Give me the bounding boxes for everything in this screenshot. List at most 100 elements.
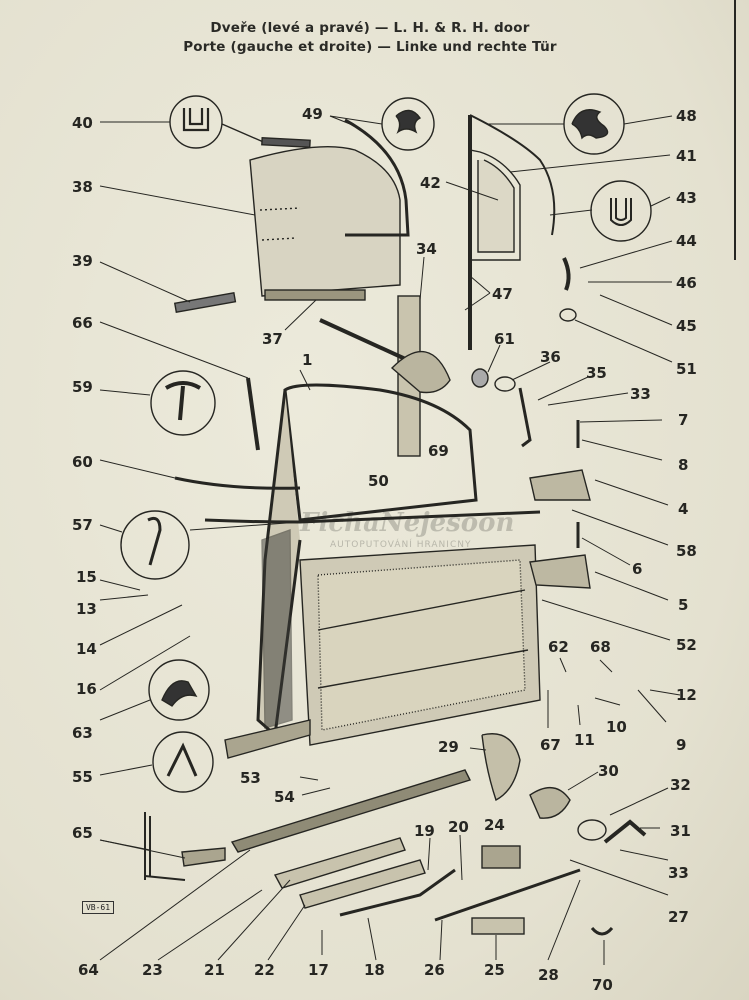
label-60: 60 xyxy=(72,453,93,471)
label-14: 14 xyxy=(76,640,97,658)
clip-70 xyxy=(590,926,614,936)
page-title-line-1: Dveře (levé a pravé) — L. H. & R. H. doo… xyxy=(210,20,530,36)
label-53: 53 xyxy=(240,769,261,787)
panel-rib-1 xyxy=(317,589,526,631)
page-title-line-2: Porte (gauche et droite) — Linke und rec… xyxy=(183,39,557,55)
lock-24 xyxy=(481,845,521,869)
seal-profile-63-circle xyxy=(148,659,210,721)
rod-21 xyxy=(273,837,406,889)
glass-hatching xyxy=(259,207,301,241)
label-29: 29 xyxy=(438,738,459,756)
label-26: 26 xyxy=(424,961,445,979)
label-5: 5 xyxy=(678,596,688,614)
label-58: 58 xyxy=(676,542,697,560)
label-42: 42 xyxy=(420,174,441,192)
label-15: 15 xyxy=(76,568,97,586)
label-20: 20 xyxy=(448,818,469,836)
seal-strip-40 xyxy=(261,137,311,148)
seal-profile-40-circle xyxy=(169,95,223,149)
label-57: 57 xyxy=(72,516,93,534)
seal-profile-49-shape xyxy=(395,109,422,135)
label-64: 64 xyxy=(78,961,99,979)
weatherstrip-65b xyxy=(181,847,226,867)
hinge-upper-4 xyxy=(529,469,591,501)
label-33b: 33 xyxy=(668,864,689,882)
regulator-sector xyxy=(390,350,451,394)
seal-profile-43-circle xyxy=(590,180,652,242)
label-43: 43 xyxy=(676,189,697,207)
label-25: 25 xyxy=(484,961,505,979)
seal-profile-48-shape xyxy=(571,109,609,140)
seal-profile-59-circle xyxy=(150,370,216,436)
label-7: 7 xyxy=(678,411,688,429)
part-51 xyxy=(559,308,577,322)
label-1: 1 xyxy=(302,351,312,369)
label-21: 21 xyxy=(204,961,225,979)
label-46: 46 xyxy=(676,274,697,292)
inner-panel-texture xyxy=(317,559,526,731)
label-34: 34 xyxy=(416,240,437,258)
label-31: 31 xyxy=(670,822,691,840)
label-41: 41 xyxy=(676,147,697,165)
watermark-subtext: AUTOPUTOVÁNÍ HRANICNY xyxy=(330,540,472,550)
vent-seal-41 xyxy=(469,114,556,236)
sill-strip-55 xyxy=(224,719,311,759)
label-48: 48 xyxy=(676,107,697,125)
regulator-arm xyxy=(319,318,413,364)
label-65: 65 xyxy=(72,824,93,842)
leader-lines xyxy=(99,115,681,965)
handle-35 xyxy=(518,387,532,448)
label-47: 47 xyxy=(492,285,513,303)
label-18: 18 xyxy=(364,961,385,979)
window-channel-49 xyxy=(344,118,410,237)
bracket-25 xyxy=(471,917,525,935)
door-frame-upper xyxy=(283,383,478,522)
rod-26 xyxy=(434,868,581,922)
label-13: 13 xyxy=(76,600,97,618)
seal-profile-40-shape xyxy=(182,108,210,132)
label-39: 39 xyxy=(72,252,93,270)
label-50: 50 xyxy=(368,472,389,490)
label-9: 9 xyxy=(676,736,686,754)
seal-profile-63-shape xyxy=(161,680,198,707)
watermark-text: FichaNejesoon xyxy=(300,508,515,538)
label-28: 28 xyxy=(538,966,559,984)
seal-profile-55-circle xyxy=(152,731,214,793)
label-66: 66 xyxy=(72,314,93,332)
seal-profile-59-shape xyxy=(164,381,202,421)
label-23: 23 xyxy=(142,961,163,979)
glass-channel-37 xyxy=(264,289,366,301)
vent-glass xyxy=(477,159,515,253)
handle-31 xyxy=(603,819,647,844)
window-glass-38 xyxy=(249,145,401,297)
label-69: 69 xyxy=(428,442,449,460)
label-68: 68 xyxy=(590,638,611,656)
label-8: 8 xyxy=(678,456,688,474)
mechanism-30 xyxy=(529,787,571,819)
hinge-lower-5 xyxy=(529,554,591,589)
label-70: 70 xyxy=(592,976,613,994)
label-24: 24 xyxy=(484,816,505,834)
label-45: 45 xyxy=(676,317,697,335)
label-11: 11 xyxy=(574,731,595,749)
label-19: 19 xyxy=(414,822,435,840)
label-38: 38 xyxy=(72,178,93,196)
label-61: 61 xyxy=(494,330,515,348)
label-4: 4 xyxy=(678,500,688,518)
panel-rib-2 xyxy=(317,649,529,689)
label-63: 63 xyxy=(72,724,93,742)
belt-molding-58 xyxy=(204,510,541,524)
vent-frame-42 xyxy=(469,149,521,261)
knob-61 xyxy=(471,368,489,388)
label-35: 35 xyxy=(586,364,607,382)
label-30: 30 xyxy=(598,762,619,780)
label-51: 51 xyxy=(676,360,697,378)
seal-profile-57-circle xyxy=(120,510,190,580)
seal-profile-43-shape xyxy=(610,198,632,226)
label-27: 27 xyxy=(668,908,689,926)
strip-39 xyxy=(173,292,237,313)
label-12: 12 xyxy=(676,686,697,704)
label-67: 67 xyxy=(540,736,561,754)
